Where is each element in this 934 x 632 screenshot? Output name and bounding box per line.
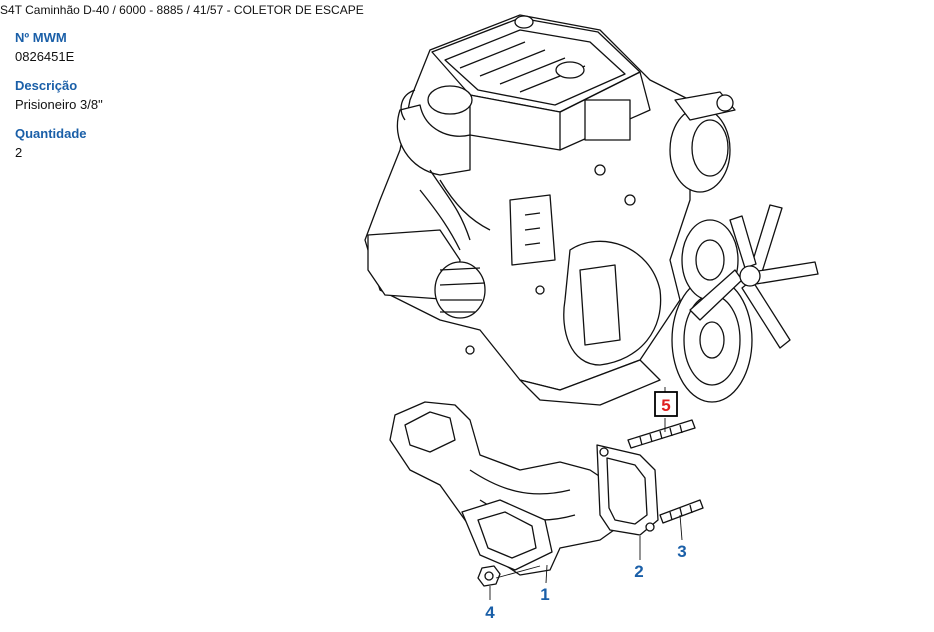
exploded-parts-diagram: 5 1 2 3 4 — [364, 14, 819, 622]
quantity-label: Quantidade — [15, 126, 87, 141]
part-info-panel: Nº MWM 0826451E Descrição Prisioneiro 3/… — [15, 30, 335, 174]
exhaust-manifold-drawing — [389, 387, 704, 600]
selected-part-highlight-box — [654, 391, 678, 417]
description-value: Prisioneiro 3/8" — [15, 97, 103, 112]
description-label: Descrição — [15, 78, 78, 93]
callout-2[interactable]: 2 — [634, 562, 643, 581]
quantity-value: 2 — [15, 145, 23, 160]
callout-3[interactable]: 3 — [677, 542, 686, 561]
callout-4[interactable]: 4 — [485, 603, 495, 622]
engine-drawing — [364, 14, 819, 406]
callout-1[interactable]: 1 — [540, 585, 549, 604]
mwm-number-value: 0826451E — [15, 49, 75, 64]
callout-labels: 5 1 2 3 4 — [485, 391, 687, 622]
mwm-number-label: Nº MWM — [15, 30, 67, 45]
breadcrumb: S4T Caminhão D-40 / 6000 - 8885 / 41/57 … — [0, 3, 364, 17]
callout-5[interactable]: 5 — [661, 396, 670, 415]
